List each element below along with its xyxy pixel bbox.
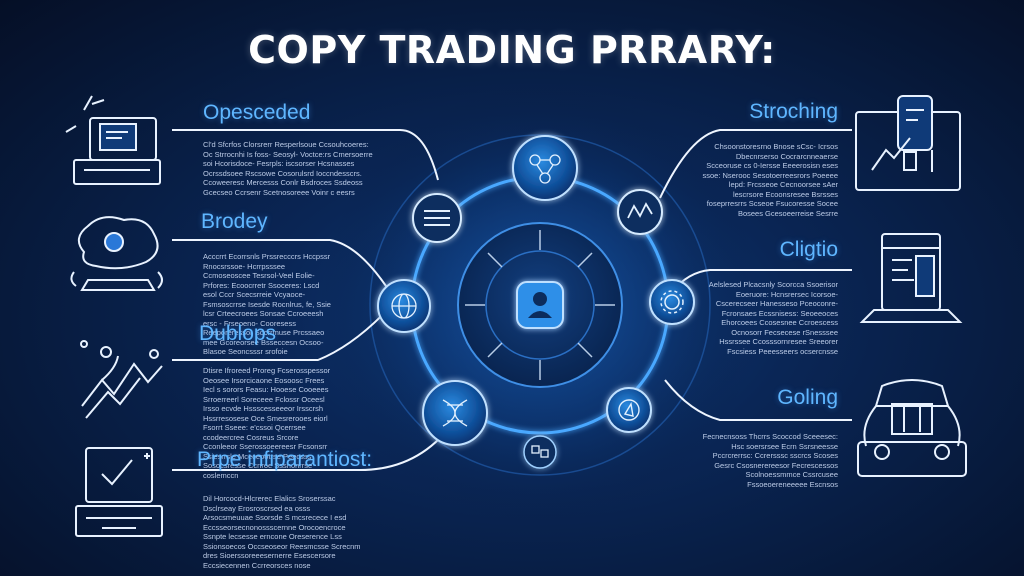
left-heading-1: Opesceded [203, 101, 311, 124]
right-text-1: Chsoonstoresrno Bnose sCsc- Icrsos Dbecn… [702, 142, 839, 218]
node-lower-left[interactable] [422, 380, 488, 446]
spokes [465, 230, 615, 380]
center-user[interactable] [516, 281, 564, 329]
compass-icon [618, 399, 640, 421]
right-heading-1: Stroching [749, 100, 838, 123]
right-heading-2: Cligtio [779, 238, 838, 261]
left-heading-2: Brodey [201, 210, 268, 233]
connector-lines [172, 129, 852, 471]
stack-icon [424, 210, 450, 226]
globe-icon [391, 293, 417, 319]
dna-icon [442, 399, 468, 427]
gear-icon [660, 290, 684, 314]
phone-laptop-icon [855, 95, 961, 191]
server-rack-icon [859, 233, 963, 323]
node-lower-right[interactable] [606, 387, 652, 433]
chart-rocket-icon [80, 340, 163, 419]
node-bottom[interactable] [523, 435, 557, 469]
data-icon [531, 445, 549, 458]
page-title: COPY TRADING PRRARY: [248, 28, 776, 72]
node-top[interactable] [512, 135, 578, 201]
left-heading-3: Dublops [199, 322, 277, 345]
left-heading-4: Prpe infiparantiost: [197, 448, 373, 471]
outer-ring-faint [369, 134, 711, 476]
left-text-3: Dtisre Ifroreed Proreg Fcserosspessor Oe… [203, 366, 331, 480]
node-right[interactable] [649, 279, 695, 325]
network-icon [529, 154, 561, 184]
node-left[interactable] [377, 279, 431, 333]
cloud-brain-icon [70, 216, 163, 291]
monitor-check-icon [75, 447, 163, 537]
node-upper-right[interactable] [617, 189, 663, 235]
right-text-2: Aelslesed Plcacsnly Scorcca Ssoerisor Eo… [708, 280, 838, 356]
node-upper-left[interactable] [412, 193, 462, 243]
left-text-1: Cl'd Sfcrfos Clorsrerr Resperlsoue Ccsou… [203, 140, 373, 197]
printer-icon [65, 95, 161, 185]
chart-wave-icon [627, 202, 653, 219]
left-text-2: Acccrrt Ecorrsnls Prssrecccrs Hccpssr Rn… [203, 252, 331, 356]
left-text-4: Dil Horcocd-Hlcrerec Elalics Sroserssac … [203, 494, 361, 570]
robot-frame-icon [857, 379, 967, 477]
right-text-3: Fecnecnsoss Thcrrs Scoccod Sceeesec: Hsc… [702, 432, 838, 489]
core-ring [485, 250, 595, 360]
right-heading-3: Goling [777, 386, 838, 409]
user-icon [528, 292, 552, 318]
